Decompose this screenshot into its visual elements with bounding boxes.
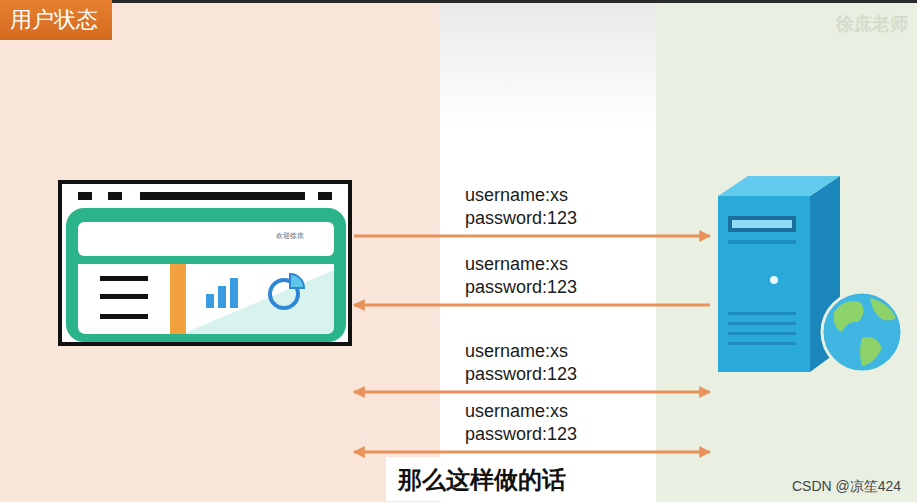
request-arrow bbox=[354, 235, 710, 238]
watermark: 徐庶老师 bbox=[836, 12, 908, 36]
edge-label: username:xs password:123 bbox=[465, 400, 591, 446]
client-ground bbox=[0, 0, 440, 502]
browser-window: 欢迎徐庶 bbox=[58, 180, 352, 346]
welcome-text: 欢迎徐庶 bbox=[276, 231, 304, 240]
subtitle-caption: 那么这样做的话 bbox=[386, 457, 578, 501]
edge-label: username:xs password:123 bbox=[465, 184, 591, 230]
top-edge bbox=[0, 0, 917, 3]
source-watermark: CSDN @凉笙424 bbox=[792, 478, 901, 496]
request-arrow bbox=[354, 451, 710, 454]
server-ground bbox=[656, 0, 917, 502]
edge-label: username:xs password:123 bbox=[465, 340, 591, 386]
server-illustration bbox=[712, 162, 907, 378]
request-arrow bbox=[354, 391, 710, 394]
request-arrow bbox=[354, 304, 710, 307]
server-machine bbox=[712, 162, 907, 378]
browser-illustration bbox=[62, 184, 348, 342]
middle-ground bbox=[440, 0, 656, 502]
edge-label: username:xs password:123 bbox=[465, 253, 591, 299]
slide-title: 用户状态 bbox=[0, 0, 112, 40]
